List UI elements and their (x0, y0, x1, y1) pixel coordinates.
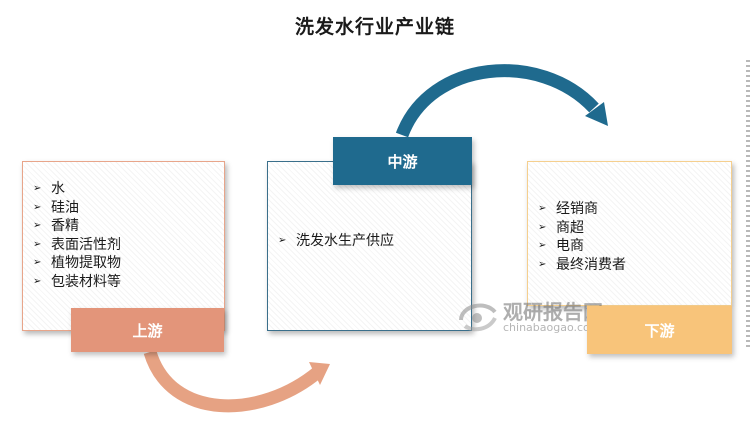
list-item: ➢香精 (33, 218, 79, 234)
arrow-bullet-icon: ➢ (33, 238, 42, 250)
arrow-head-midstream (585, 102, 608, 126)
watermark-site: chinabaogao.com (503, 321, 601, 334)
midstream-panel: ➢洗发水生产供应 (267, 161, 472, 331)
arrow-midstream-to-downstream (395, 64, 599, 138)
arrow-bullet-icon: ➢ (33, 201, 42, 213)
list-item: ➢洗发水生产供应 (278, 233, 394, 249)
arrow-bullet-icon: ➢ (33, 183, 42, 194)
arrow-upstream-to-midstream (143, 349, 323, 413)
watermark-logo-icon (459, 303, 497, 332)
downstream-panel: ➢经销商 ➢商超 ➢电商 ➢最终消费者 (527, 161, 732, 306)
arrow-head-upstream (309, 362, 330, 385)
arrow-bullet-icon: ➢ (538, 240, 547, 251)
list-item: ➢经销商 (538, 201, 598, 217)
arrow-bullet-icon: ➢ (538, 221, 547, 233)
watermark: 观研报告网 chinabaogao.com (455, 296, 630, 336)
upstream-panel: ➢水 ➢硅油 ➢香精 ➢表面活性剂 ➢植物提取物 ➢包装材料等 (22, 161, 225, 331)
list-item: ➢植物提取物 (33, 255, 121, 271)
list-item: ➢最终消费者 (538, 256, 626, 273)
list-item: ➢电商 (538, 238, 584, 254)
arrow-bullet-icon: ➢ (33, 220, 42, 231)
arrow-bullet-icon: ➢ (33, 257, 42, 268)
arrow-bullet-icon: ➢ (538, 258, 547, 270)
list-item: ➢商超 (538, 219, 584, 236)
upstream-label: 上游 (71, 308, 224, 352)
downstream-label: 下游 (587, 306, 732, 354)
arrow-bullet-icon: ➢ (278, 235, 287, 246)
arrow-bullet-icon: ➢ (538, 203, 547, 214)
watermark-name: 观研报告网 (503, 300, 603, 324)
downstream-list: ➢经销商 ➢商超 ➢电商 ➢最终消费者 (538, 200, 626, 274)
upstream-list: ➢水 ➢硅油 ➢香精 ➢表面活性剂 ➢植物提取物 ➢包装材料等 (33, 180, 121, 291)
list-item: ➢表面活性剂 (33, 236, 121, 253)
midstream-list: ➢洗发水生产供应 (278, 232, 394, 251)
list-item: ➢水 (33, 181, 65, 197)
arrow-bullet-icon: ➢ (33, 275, 42, 287)
midstream-label: 中游 (333, 137, 472, 185)
list-item: ➢硅油 (33, 199, 79, 216)
diagram-title: 洗发水行业产业链 (294, 16, 455, 38)
edge-dotted-line (746, 60, 750, 350)
list-item: ➢包装材料等 (33, 273, 121, 290)
